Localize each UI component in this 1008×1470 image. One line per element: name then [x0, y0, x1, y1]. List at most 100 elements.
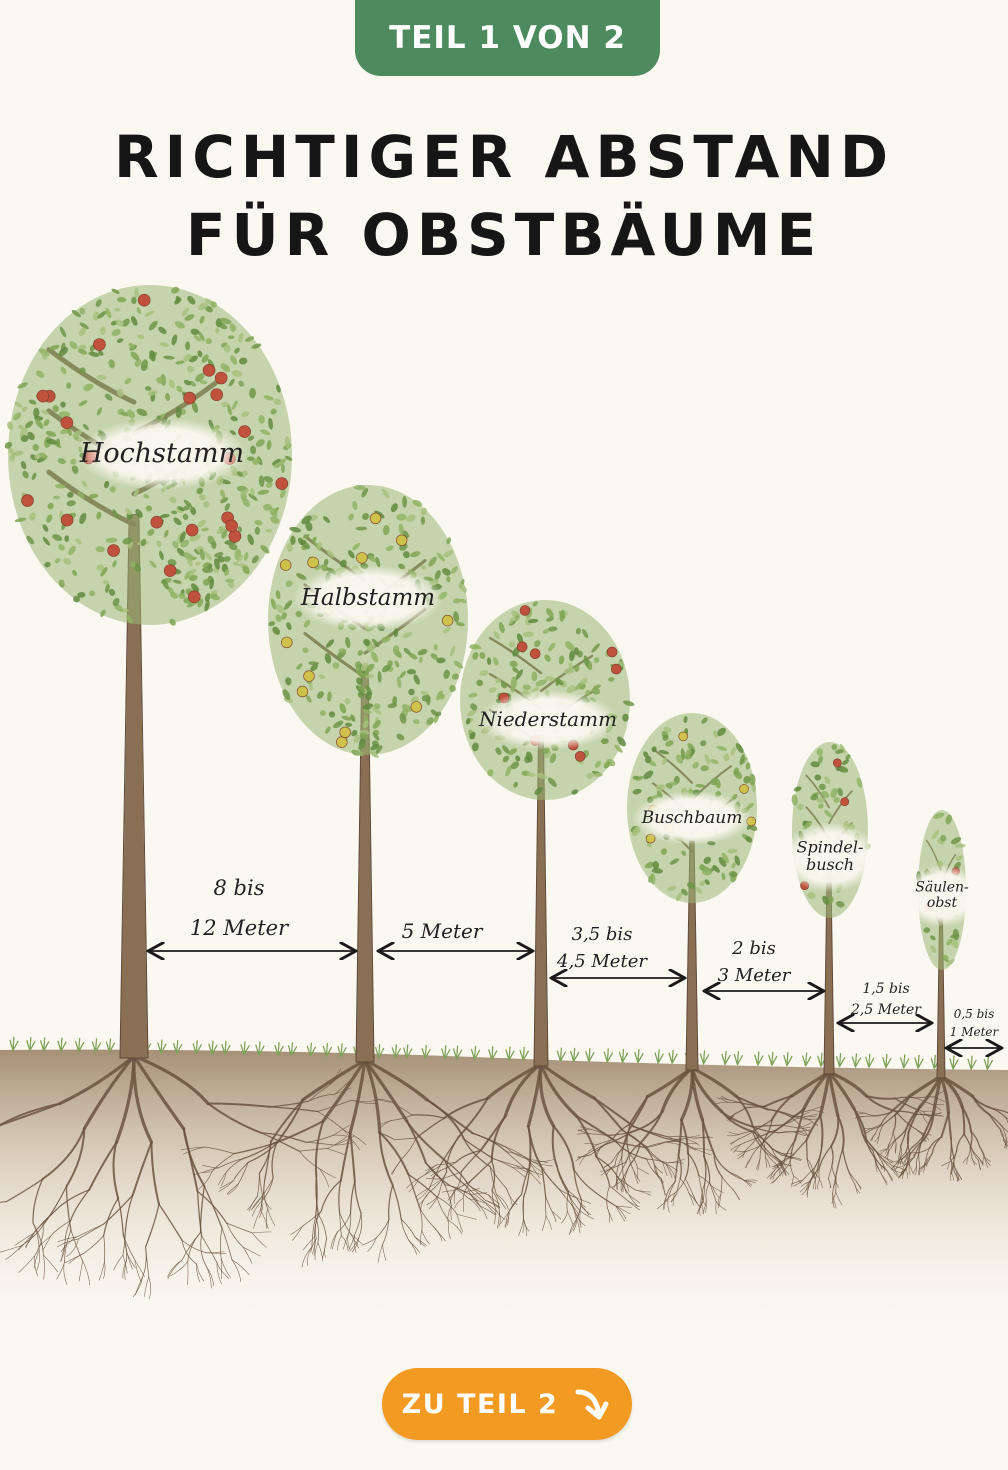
grass-tuft [768, 1051, 778, 1066]
tree-labels: HochstammHalbstammNiederstammBuschbaumSp… [77, 417, 982, 927]
grass-tuft [255, 1041, 265, 1056]
grass-tuft [783, 1051, 793, 1067]
fruit [137, 293, 151, 307]
distance-label-line-1: 1,5 bis [862, 981, 909, 997]
grass-tuft [733, 1050, 744, 1066]
fruit [60, 513, 74, 527]
grass-tuft [900, 1054, 910, 1069]
grass-tuft [75, 1037, 85, 1053]
grass-tuft [914, 1054, 924, 1069]
distance-label-line-1: 0,5 bis [954, 1007, 995, 1021]
grass-tuft [221, 1040, 231, 1056]
fruit [336, 736, 348, 748]
fruit [410, 701, 422, 713]
distance-label-line-2: 2,5 Meter [850, 1002, 922, 1018]
fruit [739, 784, 749, 794]
grass-tuft [570, 1047, 580, 1063]
grass-tuft [173, 1039, 183, 1055]
grass-tuft [374, 1043, 385, 1059]
grass-tuft [322, 1042, 333, 1058]
grass-tuft [391, 1044, 401, 1059]
grass-tuft [668, 1049, 678, 1064]
fruit [519, 605, 531, 616]
fruit [107, 544, 120, 557]
grass-tuft [585, 1048, 595, 1063]
grass-tuft [9, 1036, 19, 1051]
distance-marker: 5 Meter [380, 919, 531, 951]
fruit [150, 515, 164, 529]
grass-tuft [851, 1053, 862, 1068]
grass-tuft [983, 1055, 994, 1071]
root-system [0, 1054, 379, 1300]
grass-tuft [754, 1051, 764, 1066]
fruit [441, 614, 454, 627]
root-system [180, 1058, 555, 1268]
grass-tuft [421, 1044, 431, 1060]
grass-tuft [835, 1053, 846, 1068]
page-title: RICHTIGER ABSTAND FÜR OBSTBÄUME [0, 118, 1008, 274]
grass-tuft [618, 1048, 629, 1063]
soil-surface [0, 1049, 1008, 1344]
fruit [339, 726, 351, 738]
fruit [529, 648, 541, 660]
grass-tuft [240, 1041, 250, 1056]
grass-tuft [488, 1046, 498, 1061]
grass-tuft [26, 1036, 36, 1052]
arrow-down-right-icon [575, 1389, 609, 1420]
part-badge: TEIL 1 VON 2 [355, 0, 660, 76]
fruit [93, 338, 106, 351]
fruit [280, 559, 292, 571]
tree-label-line-1: Spindel- [797, 837, 864, 856]
fruit [281, 636, 293, 649]
fruit [225, 519, 238, 533]
tree-label: Halbstamm [300, 585, 435, 611]
grass-tuft [306, 1042, 317, 1057]
grass-tuft [967, 1055, 977, 1070]
distance-label-line-2: 12 Meter [190, 916, 290, 940]
grass-tuft [865, 1053, 875, 1068]
grass-tuft [441, 1045, 451, 1060]
grass-tuft [801, 1052, 812, 1067]
fruit [36, 389, 50, 403]
fruit [183, 391, 196, 405]
fruit [356, 552, 368, 564]
root-system [575, 1066, 825, 1216]
fruit [210, 388, 223, 402]
root-systems [0, 1054, 1008, 1300]
grass-tuft [287, 1042, 298, 1057]
grass-tuft [40, 1037, 50, 1052]
grass-tuft [654, 1049, 664, 1064]
fruit [163, 564, 177, 577]
grass-tuft [882, 1053, 892, 1069]
tree-label-line-1: Säulen- [915, 880, 969, 896]
grass-tuft [556, 1047, 567, 1062]
grass-tuft [192, 1040, 202, 1055]
next-part-button[interactable]: ZU TEIL 2 [382, 1368, 632, 1440]
fruit [610, 663, 622, 675]
fruit [214, 371, 228, 385]
grass-tuft [603, 1048, 613, 1063]
grass-tuft [949, 1055, 959, 1070]
part-badge-label: TEIL 1 VON 2 [389, 20, 626, 56]
grass-tuft [274, 1041, 284, 1057]
fruit [516, 641, 528, 653]
distance-label-line-1: 2 bis [731, 938, 776, 959]
root-system [854, 1074, 1008, 1182]
fruit [60, 416, 74, 430]
fruit [275, 477, 289, 490]
distance-marker: 3,5 bis 4,5 Meter [553, 924, 683, 978]
grass-tuft [721, 1050, 731, 1066]
grass-tuft [403, 1044, 413, 1059]
fruit [238, 425, 251, 438]
distance-label-line-1: 3,5 bis [572, 924, 633, 945]
grass-tuft [470, 1045, 481, 1061]
tree-label-line-2: busch [806, 855, 854, 874]
fruit [303, 670, 315, 682]
grass-tuft [699, 1050, 710, 1065]
distance-label-line-2: 4,5 Meter [556, 951, 648, 972]
fruit [840, 797, 850, 807]
